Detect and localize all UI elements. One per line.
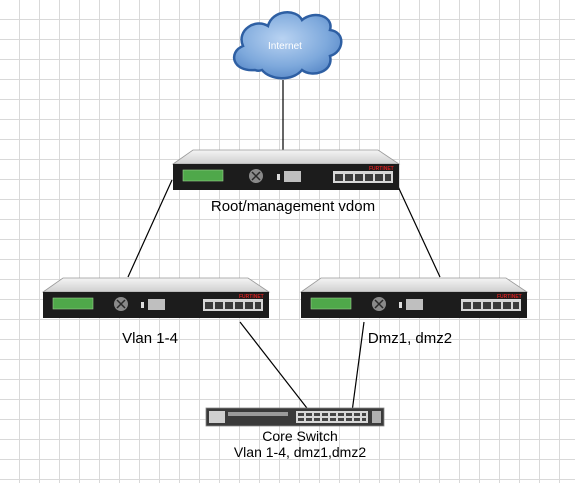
- mgmt-ports: [148, 299, 165, 310]
- brand-logo: FURTINET: [239, 294, 264, 300]
- internet-label: Internet: [268, 41, 302, 52]
- core-switch-sublabel: Vlan 1-4, dmz1,dmz2: [233, 444, 367, 460]
- lcd-display: [52, 297, 94, 310]
- ethernet-ports: [333, 171, 393, 183]
- internet-cloud-icon: Internet: [232, 11, 343, 80]
- ethernet-ports: [461, 299, 521, 311]
- link-left-core: [239, 321, 311, 413]
- ethernet-ports: [203, 299, 263, 311]
- mgmt-ports: [406, 299, 423, 310]
- usb-port: [277, 174, 280, 180]
- brand-logo: FURTINET: [369, 166, 394, 172]
- mgmt-ports: [284, 171, 301, 182]
- vlan-firewall-device: FURTINET: [41, 277, 271, 318]
- nav-keypad-icon: [249, 169, 263, 183]
- brand-logo: FURTINET: [497, 294, 522, 300]
- lcd-display: [182, 169, 224, 182]
- core-switch-device: [205, 407, 385, 427]
- usb-port: [141, 302, 144, 308]
- link-root-left: [127, 179, 173, 278]
- link-root-right: [394, 179, 441, 278]
- dmz-firewall-device: FURTINET: [299, 277, 529, 318]
- lcd-display: [310, 297, 352, 310]
- usb-port: [399, 302, 402, 308]
- nav-keypad-icon: [372, 297, 386, 311]
- switch-ports: [296, 411, 368, 423]
- vlan-device-label: Vlan 1-4: [122, 330, 178, 347]
- nav-keypad-icon: [114, 297, 128, 311]
- core-switch-label-block: Core Switch Vlan 1-4, dmz1,dmz2: [210, 428, 390, 460]
- root-firewall-device: FURTINET: [171, 149, 401, 190]
- link-right-core: [351, 321, 365, 413]
- dmz-device-label: Dmz1, dmz2: [367, 330, 453, 347]
- core-switch-label: Core Switch: [262, 428, 338, 444]
- root-vdom-label: Root/management vdom: [210, 198, 376, 215]
